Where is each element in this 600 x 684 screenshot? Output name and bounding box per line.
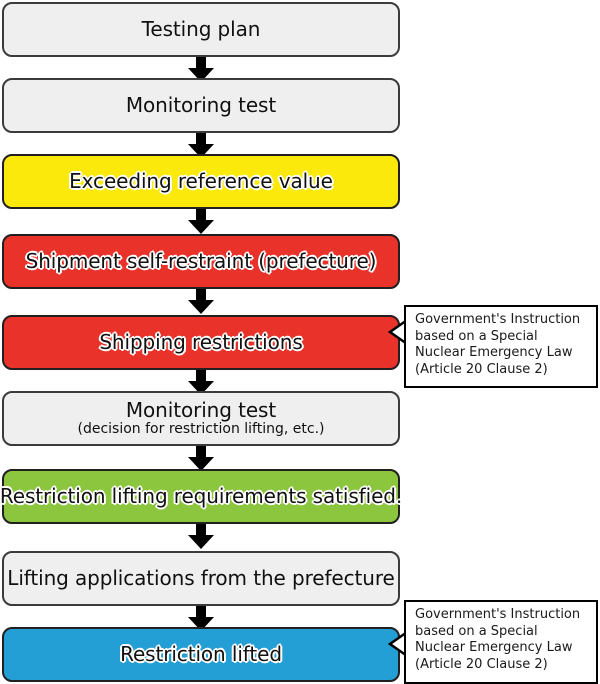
- flow-step-label: Shipping restrictions: [99, 330, 303, 355]
- flow-arrow-3: [187, 209, 215, 235]
- flow-step-shipment-self-restraint[interactable]: Shipment self-restraint (prefecture): [2, 234, 400, 289]
- flow-step-label: Lifting applications from the prefecture: [7, 566, 395, 591]
- flow-step-monitoring-test-lifting[interactable]: Monitoring test (decision for restrictio…: [2, 391, 400, 446]
- annotation-line: Nuclear Emergency Law: [415, 640, 573, 655]
- flow-arrow-4: [187, 289, 215, 315]
- flow-step-exceeding-reference-value[interactable]: Exceeding reference value: [2, 154, 400, 209]
- flow-step-label: Exceeding reference value: [69, 169, 333, 194]
- flow-step-label: Shipment self-restraint (prefecture): [25, 249, 377, 274]
- annotation-line: based on a Special: [415, 623, 538, 639]
- flow-arrow-7: [187, 524, 215, 550]
- flow-arrow-8: [187, 606, 215, 632]
- annotation-shipping-restrictions: Government's Instruction based on a Spec…: [404, 305, 598, 388]
- annotation-restriction-lifted: Government's Instruction based on a Spec…: [404, 600, 598, 684]
- annotation-line: (Article 20 Clause 2): [415, 361, 548, 377]
- flow-arrow-1: [187, 57, 215, 83]
- annotation-line: Government's Instruction: [415, 312, 581, 327]
- flow-step-restriction-lifted[interactable]: Restriction lifted: [2, 627, 400, 682]
- flow-step-label: Monitoring test: [125, 93, 277, 118]
- flow-step-label: Restriction lifted: [120, 642, 282, 667]
- flow-step-monitoring-test[interactable]: Monitoring test: [2, 78, 400, 133]
- annotation-line: based on a Special: [415, 328, 538, 344]
- flow-step-testing-plan[interactable]: Testing plan: [2, 2, 400, 57]
- flow-arrow-5: [187, 370, 215, 396]
- annotation-line: (Article 20 Clause 2): [415, 656, 548, 672]
- flow-step-requirements-satisfied[interactable]: Restriction lifting requirements satisfi…: [0, 469, 403, 524]
- flow-step-label: Testing plan: [141, 17, 261, 42]
- flow-step-shipping-restrictions[interactable]: Shipping restrictions: [2, 315, 400, 370]
- flow-step-lifting-applications[interactable]: Lifting applications from the prefecture: [2, 551, 400, 606]
- flow-arrow-6: [187, 446, 215, 472]
- flow-step-label: Monitoring test: [125, 397, 277, 422]
- flow-step-label: Restriction lifting requirements satisfi…: [0, 484, 403, 509]
- flow-step-sublabel: (decision for restriction lifting, etc.): [77, 421, 325, 438]
- flow-arrow-2: [187, 133, 215, 159]
- annotation-line: Nuclear Emergency Law: [415, 345, 573, 360]
- annotation-line: Government's Instruction: [415, 607, 581, 622]
